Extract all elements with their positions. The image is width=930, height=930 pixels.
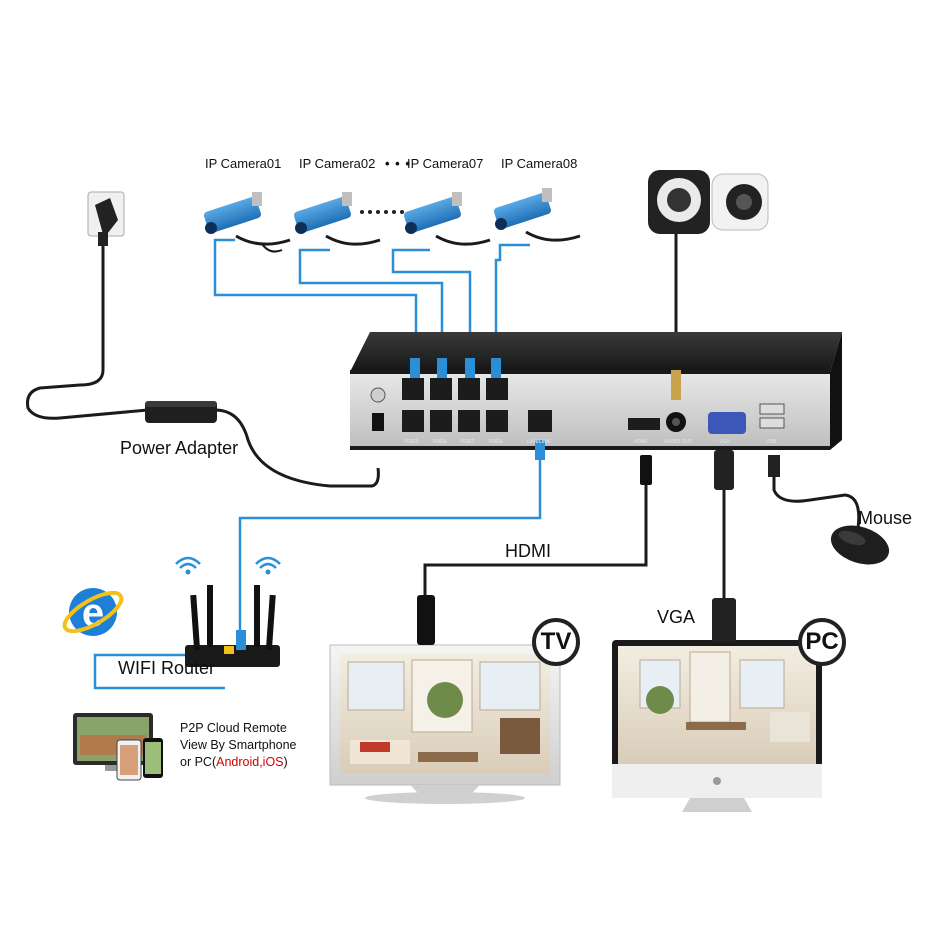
wifi-router-label: WIFI Router bbox=[118, 658, 216, 678]
hdmi-port-label: HDMI bbox=[634, 439, 647, 445]
camera-cables bbox=[93, 238, 542, 690]
p2p-line-1: P2P Cloud Remote bbox=[180, 721, 287, 735]
speakers-icon bbox=[648, 170, 769, 234]
p2p-text: P2P Cloud Remote View By Smartphone or P… bbox=[180, 720, 297, 771]
lan-label: LAN/LINK bbox=[527, 439, 551, 445]
camera-02-label: IP Camera02 bbox=[299, 156, 376, 171]
p2p-line-3: or PC(Android,iOS) bbox=[180, 754, 297, 771]
wall-outlet-icon bbox=[87, 191, 125, 246]
camera-chain-dots bbox=[360, 210, 404, 214]
p2p-line-2: View By Smartphone bbox=[180, 738, 297, 752]
camera-ellipsis: • • • bbox=[385, 156, 411, 171]
camera-08-label: IP Camera08 bbox=[501, 156, 578, 171]
ip-camera-07-icon bbox=[403, 192, 491, 246]
usb-port-label: USB bbox=[766, 439, 777, 445]
vga-label: VGA bbox=[657, 607, 696, 627]
wifi-router-icon bbox=[175, 556, 281, 667]
tv-badge: TV bbox=[532, 618, 580, 666]
poe7-label: POE7 bbox=[461, 439, 475, 445]
power-adapter-icon bbox=[145, 401, 217, 423]
pc-monitor bbox=[612, 640, 822, 812]
ip-camera-02-icon bbox=[293, 192, 381, 246]
p2p-platforms: Android,iOS bbox=[216, 755, 284, 769]
p2p-line-3-suffix: ) bbox=[283, 755, 288, 769]
ip-camera-08-icon bbox=[493, 188, 581, 242]
poe6-label: POE6 bbox=[433, 439, 447, 445]
internet-explorer-icon: e bbox=[62, 588, 124, 636]
pc-badge: PC bbox=[798, 618, 846, 666]
camera-01-label: IP Camera01 bbox=[205, 156, 282, 171]
p2p-line-3-prefix: or PC( bbox=[180, 755, 217, 769]
audio-out-label: AUDIO OUT bbox=[664, 439, 693, 445]
poe5-label: POE5 bbox=[405, 439, 419, 445]
mouse-icon bbox=[830, 525, 890, 565]
camera-07-label: IP Camera07 bbox=[407, 156, 484, 171]
vga-port-label: VGA bbox=[719, 439, 730, 445]
tv-monitor bbox=[329, 644, 561, 804]
p2p-devices-icon bbox=[73, 713, 163, 781]
poe8-label: POE8 bbox=[489, 439, 503, 445]
nvr-device bbox=[350, 332, 842, 450]
mouse-label: Mouse bbox=[858, 508, 913, 528]
hdmi-label: HDMI bbox=[505, 541, 551, 561]
ip-camera-01-icon bbox=[203, 192, 291, 253]
power-adapter-label: Power Adapter bbox=[120, 438, 239, 458]
